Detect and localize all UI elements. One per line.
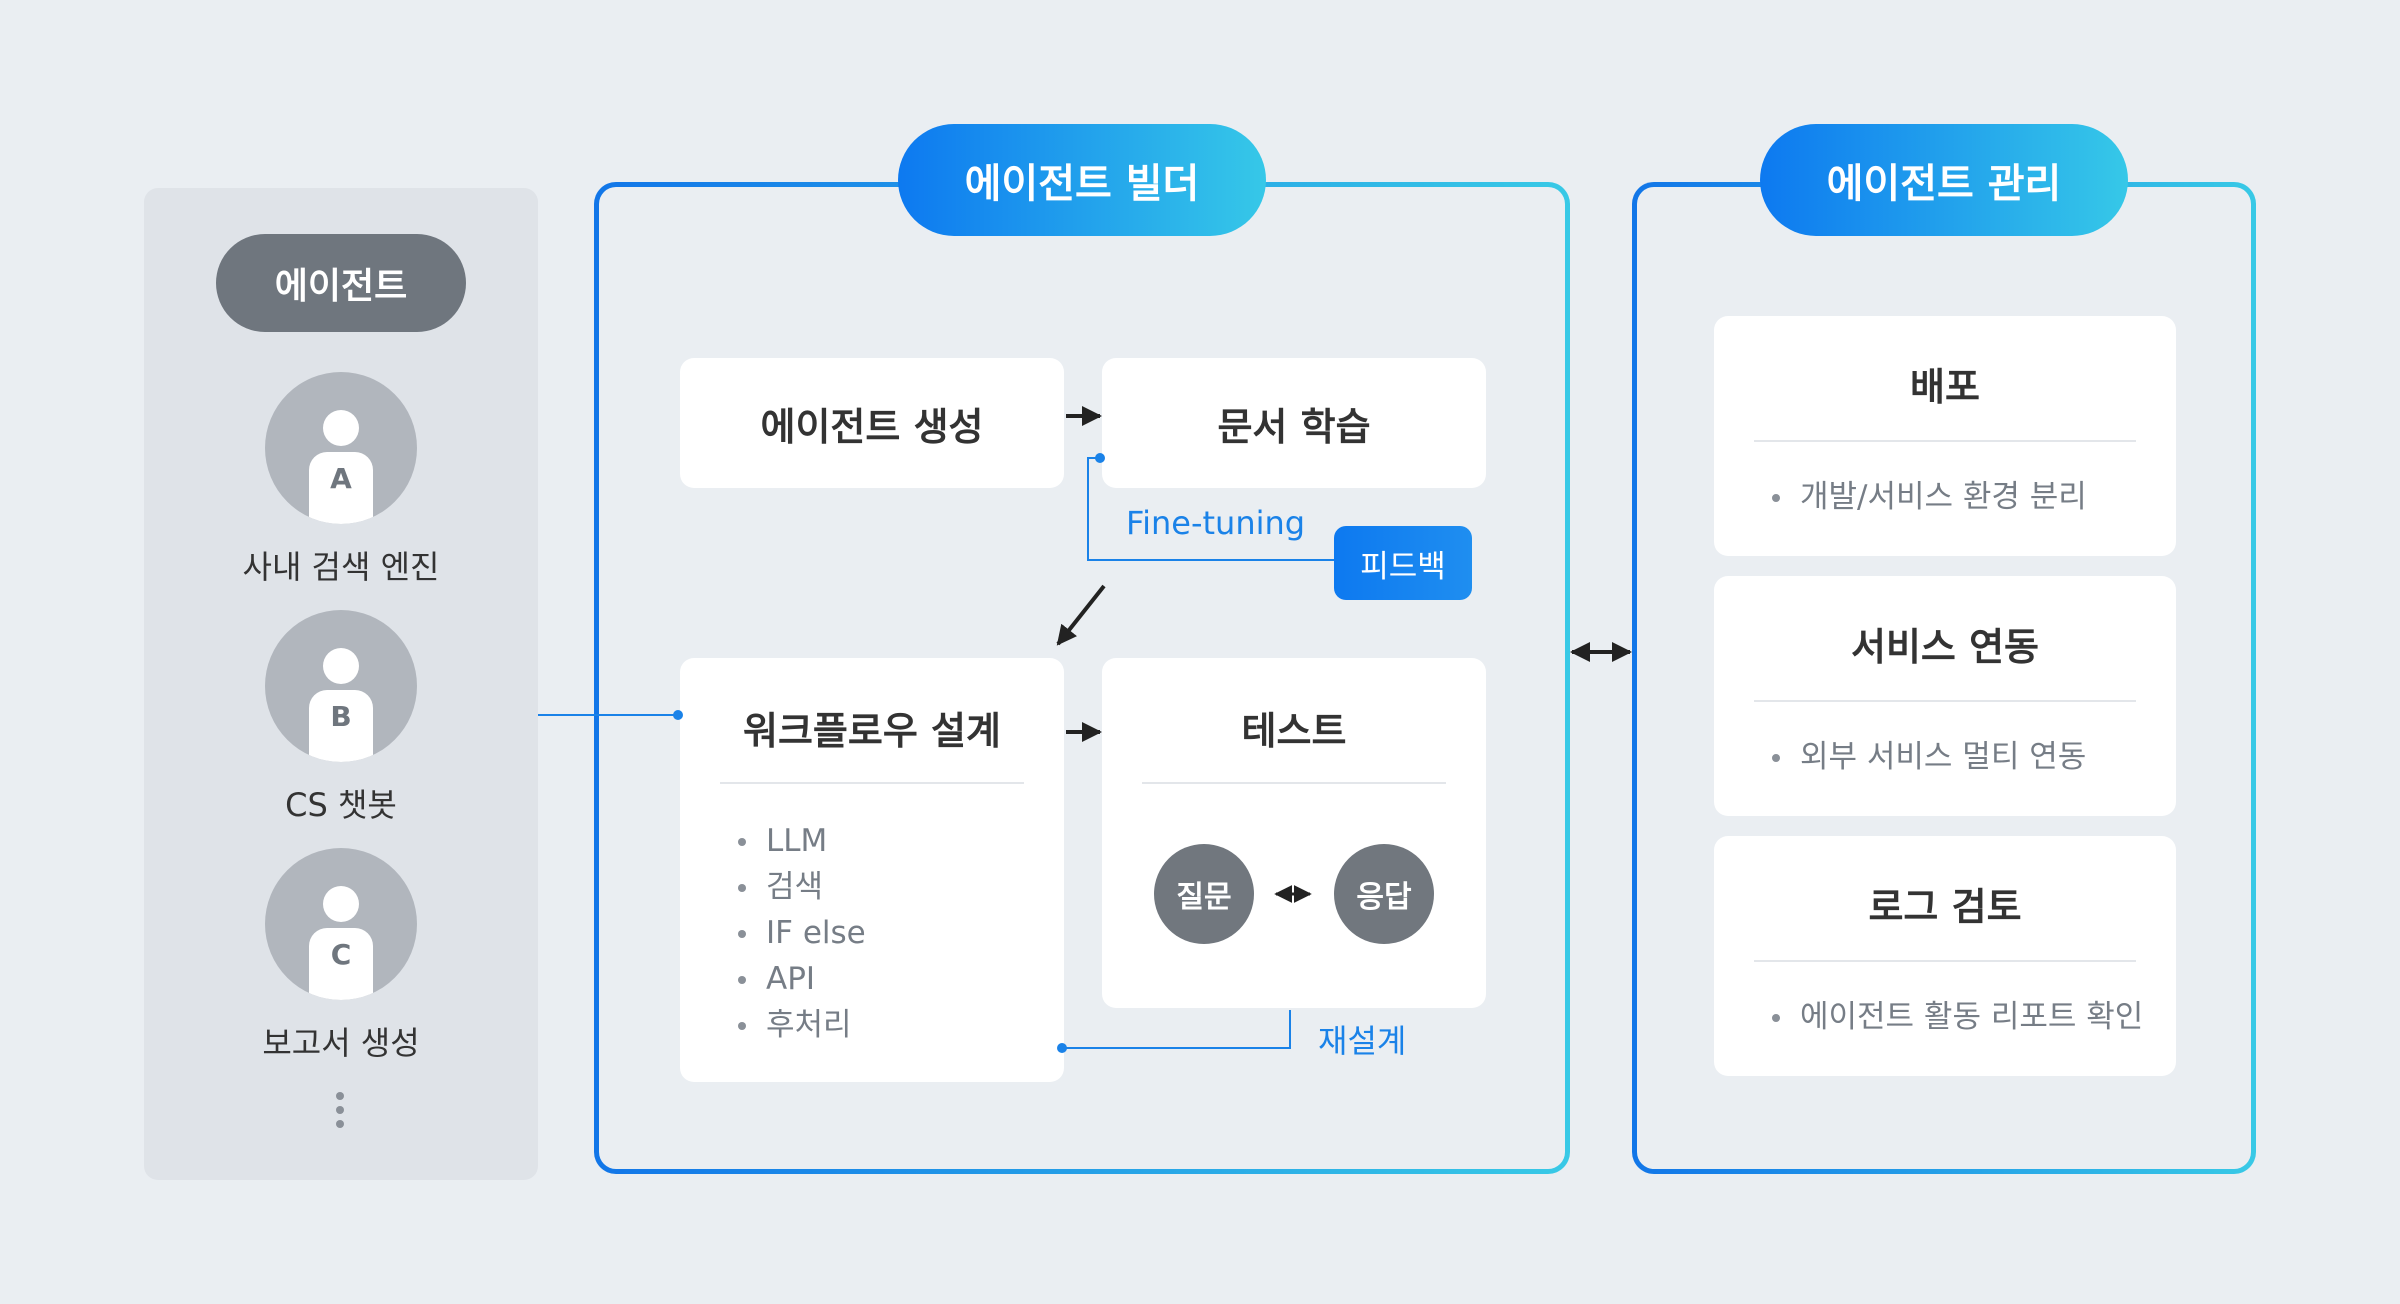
deploy-title: 배포 [1910, 365, 1980, 409]
agent-name-b: CS 챗봇 [285, 786, 397, 824]
create-agent-card[interactable]: 에이전트 생성 [680, 358, 1064, 488]
document-learning-card[interactable]: 문서 학습 [1102, 358, 1486, 488]
workflow-item: IF else [736, 910, 866, 956]
workflow-item: 검색 [736, 864, 866, 910]
agent-name-c: 보고서 생성 [262, 1024, 420, 1062]
question-circle: 질문 [1154, 844, 1254, 944]
workflow-item: LLM [736, 818, 866, 864]
workflow-title: 워크플로우 설계 [743, 709, 1001, 753]
document-learning-label: 문서 학습 [1217, 404, 1371, 449]
divider [1754, 960, 2136, 962]
person-head-icon [323, 410, 359, 446]
divider [720, 782, 1024, 784]
divider [1754, 440, 2136, 442]
agent-badge-b: B [309, 690, 373, 762]
redesign-label: 재설계 [1318, 1022, 1407, 1060]
deploy-item: 개발/서비스 환경 분리 [1770, 474, 2087, 520]
deploy-list: 개발/서비스 환경 분리 [1770, 474, 2087, 520]
divider [1142, 782, 1446, 784]
deploy-card[interactable]: 배포 개발/서비스 환경 분리 [1714, 316, 2176, 556]
agent-avatar-a[interactable]: A [265, 372, 417, 524]
integration-item: 외부 서비스 멀티 연동 [1770, 734, 2086, 780]
agent-name-a: 사내 검색 엔진 [242, 548, 440, 586]
agent-badge-a: A [309, 452, 373, 524]
test-title: 테스트 [1241, 709, 1347, 753]
workflow-card[interactable]: 워크플로우 설계 LLM 검색 IF else API 후처리 [680, 658, 1064, 1082]
agent-avatar-c[interactable]: C [265, 848, 417, 1000]
integration-title: 서비스 연동 [1850, 625, 2040, 669]
fine-tuning-label: Fine-tuning [1126, 504, 1306, 542]
person-head-icon [323, 648, 359, 684]
workflow-item: 후처리 [736, 1002, 866, 1048]
agent-avatar-b[interactable]: B [265, 610, 417, 762]
answer-circle: 응답 [1334, 844, 1434, 944]
integration-list: 외부 서비스 멀티 연동 [1770, 734, 2086, 780]
person-head-icon [323, 886, 359, 922]
management-title: 에이전트 관리 [1760, 124, 2128, 236]
divider [1754, 700, 2136, 702]
workflow-item: API [736, 956, 866, 1002]
more-dots-icon [336, 1092, 346, 1134]
test-card[interactable]: 테스트 질문 응답 [1102, 658, 1486, 1008]
create-agent-label: 에이전트 생성 [760, 404, 984, 449]
integration-card[interactable]: 서비스 연동 외부 서비스 멀티 연동 [1714, 576, 2176, 816]
agents-title: 에이전트 [216, 234, 466, 332]
log-review-card[interactable]: 로그 검토 에이전트 활동 리포트 확인 [1714, 836, 2176, 1076]
feedback-button[interactable]: 피드백 [1334, 526, 1472, 600]
builder-title: 에이전트 빌더 [898, 124, 1266, 236]
agent-badge-c: C [309, 928, 373, 1000]
log-review-title: 로그 검토 [1868, 885, 2022, 929]
log-review-item: 에이전트 활동 리포트 확인 [1770, 994, 2143, 1040]
log-review-list: 에이전트 활동 리포트 확인 [1770, 994, 2143, 1040]
workflow-list: LLM 검색 IF else API 후처리 [736, 818, 866, 1048]
